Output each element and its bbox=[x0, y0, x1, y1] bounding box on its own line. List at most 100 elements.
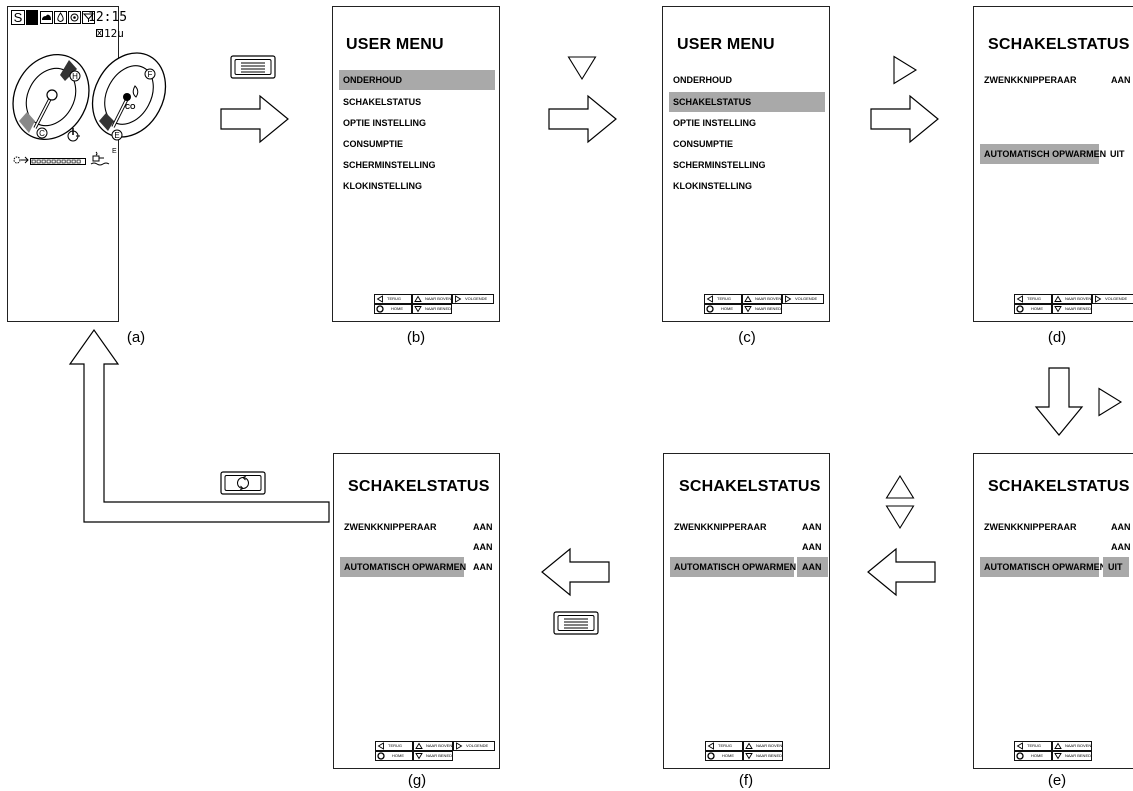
screen-a-main-display: S 12:15 12u H C CO F E bbox=[7, 6, 167, 322]
softkey-home[interactable]: HOME bbox=[705, 751, 743, 761]
row-automatisch-opwarmen-value[interactable]: UIT bbox=[1103, 557, 1129, 577]
row-automatisch-opwarmen-value[interactable]: AAN bbox=[797, 557, 828, 577]
softkey-back[interactable]: TERUG bbox=[704, 294, 742, 304]
screen-c-user-menu: USER MENU ONDERHOUD SCHAKELSTATUS OPTIE … bbox=[662, 6, 830, 322]
screen-d-schakelstatus: SCHAKELSTATUS ZWENKKNIPPERAAR AAN AUTOMA… bbox=[973, 6, 1133, 322]
row-automatisch-opwarmen-label[interactable]: AUTOMATISCH OPWARMEN bbox=[340, 557, 466, 577]
filter-icon bbox=[68, 11, 81, 24]
status-icon-row: S bbox=[11, 10, 95, 26]
row-automatisch-opwarmen-label[interactable]: AUTOMATISCH OPWARMEN bbox=[980, 557, 1106, 577]
menu-item-optie-instelling[interactable]: OPTIE INSTELLING bbox=[673, 118, 757, 128]
row-zwenkknipperaar-label: ZWENKKNIPPERAAR bbox=[344, 522, 437, 532]
softkey-down[interactable]: NAAR BENEDEN bbox=[742, 304, 782, 314]
softkey-back[interactable]: TERUG bbox=[1014, 294, 1052, 304]
water-drop-icon bbox=[54, 11, 67, 24]
triangle-up-icon bbox=[415, 742, 423, 749]
menu-item-scherminstelling[interactable]: SCHERMINSTELLING bbox=[673, 160, 766, 170]
menu-item-schakelstatus[interactable]: SCHAKELSTATUS bbox=[669, 92, 825, 112]
small-warning-icon bbox=[96, 29, 103, 37]
footer-softkeys: TERUG NAAR BOVEN VOLGENDE HOME NAAR BENE… bbox=[704, 294, 824, 316]
menu-key-icon-2 bbox=[553, 611, 599, 635]
menu-item-onderhoud[interactable]: ONDERHOUD bbox=[339, 70, 495, 90]
down-key-icon-2 bbox=[885, 505, 915, 530]
softkey-down[interactable]: NAAR BENEDEN bbox=[743, 751, 783, 761]
fuel-gauge: CO F E bbox=[91, 52, 167, 141]
coolant-temperature-gauge: H C bbox=[12, 53, 90, 141]
row-automatisch-opwarmen-label[interactable]: AUTOMATISCH OPWARMEN bbox=[670, 557, 796, 577]
screen-title: SCHAKELSTATUS bbox=[988, 478, 1130, 495]
screen-e-schakelstatus: SCHAKELSTATUS ZWENKKNIPPERAAR AAN AAN AU… bbox=[973, 453, 1133, 769]
softkey-back[interactable]: TERUG bbox=[705, 741, 743, 751]
menu-item-schakelstatus[interactable]: SCHAKELSTATUS bbox=[343, 97, 422, 107]
softkey-down[interactable]: NAAR BENEDEN bbox=[1052, 751, 1092, 761]
screen-b-user-menu: USER MENU ONDERHOUD SCHAKELSTATUS OPTIE … bbox=[332, 6, 500, 322]
co-label: CO bbox=[125, 104, 136, 111]
softkey-up[interactable]: NAAR BOVEN bbox=[1052, 294, 1092, 304]
row-zwenkknipperaar-value: AAN bbox=[1111, 75, 1131, 85]
triangle-left-icon bbox=[1016, 742, 1023, 750]
home-icon bbox=[1016, 305, 1024, 313]
right-key-icon-1 bbox=[893, 55, 918, 85]
menu-item-klokinstelling[interactable]: KLOKINSTELLING bbox=[343, 181, 422, 191]
triangle-up-icon bbox=[414, 295, 422, 302]
caption-c: (c) bbox=[738, 329, 756, 346]
triangle-left-icon bbox=[707, 742, 714, 750]
temp-low-label: C bbox=[39, 129, 45, 138]
footer-softkeys: TERUG NAAR BOVEN HOME NAAR BENEDEN bbox=[1014, 741, 1133, 763]
menu-item-scherminstelling[interactable]: SCHERMINSTELLING bbox=[343, 160, 436, 170]
caption-e: (e) bbox=[1047, 772, 1067, 789]
footer-softkeys: TERUG NAAR BOVEN VOLGENDE HOME NAAR BENE… bbox=[1014, 294, 1133, 316]
screen-g-schakelstatus: SCHAKELSTATUS ZWENKKNIPPERAAR AAN AAN AU… bbox=[333, 453, 500, 769]
arrow-right-a-to-b bbox=[220, 94, 289, 144]
softkey-home[interactable]: HOME bbox=[1014, 751, 1052, 761]
footer-softkeys: TERUG NAAR BOVEN VOLGENDE HOME NAAR BENE… bbox=[374, 294, 494, 316]
adblue-icon bbox=[90, 151, 110, 166]
triangle-down-icon bbox=[415, 753, 423, 760]
triangle-down-icon bbox=[745, 753, 753, 760]
arrow-right-c-to-d bbox=[870, 94, 939, 144]
menu-item-consumptie[interactable]: CONSUMPTIE bbox=[673, 139, 734, 149]
softkey-home[interactable]: HOME bbox=[704, 304, 742, 314]
row-automatisch-opwarmen-label[interactable]: AUTOMATISCH OPWARMEN bbox=[980, 144, 1106, 164]
softkey-next[interactable]: VOLGENDE bbox=[782, 294, 824, 304]
triangle-up-icon bbox=[1054, 742, 1062, 749]
softkey-up[interactable]: NAAR BOVEN bbox=[413, 741, 453, 751]
softkey-next[interactable]: VOLGENDE bbox=[1092, 294, 1133, 304]
triangle-down-icon bbox=[1054, 306, 1062, 313]
arrow-left-f-to-g bbox=[541, 547, 610, 597]
softkey-up[interactable]: NAAR BOVEN bbox=[743, 741, 783, 751]
menu-item-klokinstelling[interactable]: KLOKINSTELLING bbox=[673, 181, 752, 191]
row-zwenkknipperaar-label: ZWENKKNIPPERAAR bbox=[674, 522, 767, 532]
softkey-down[interactable]: NAAR BENEDEN bbox=[412, 304, 452, 314]
softkey-back[interactable]: TERUG bbox=[374, 294, 412, 304]
menu-item-optie-instelling[interactable]: OPTIE INSTELLING bbox=[343, 118, 427, 128]
triangle-right-icon bbox=[1095, 295, 1102, 303]
triangle-right-icon bbox=[785, 295, 792, 303]
softkey-up[interactable]: NAAR BOVEN bbox=[1052, 741, 1092, 751]
softkey-down[interactable]: NAAR BENEDEN bbox=[413, 751, 453, 761]
softkey-next[interactable]: VOLGENDE bbox=[453, 741, 495, 751]
softkey-home[interactable]: HOME bbox=[374, 304, 412, 314]
menu-item-consumptie[interactable]: CONSUMPTIE bbox=[343, 139, 404, 149]
fuel-empty-label: E bbox=[114, 131, 119, 140]
triangle-left-icon bbox=[706, 295, 713, 303]
row-automatisch-opwarmen-value[interactable]: AAN bbox=[473, 562, 493, 572]
softkey-home[interactable]: HOME bbox=[375, 751, 413, 761]
home-icon bbox=[1016, 752, 1024, 760]
softkey-next[interactable]: VOLGENDE bbox=[452, 294, 494, 304]
row-automatisch-opwarmen-value[interactable]: UIT bbox=[1110, 149, 1125, 159]
triangle-up-icon bbox=[744, 295, 752, 302]
softkey-up[interactable]: NAAR BOVEN bbox=[742, 294, 782, 304]
clock-display: 12:15 bbox=[88, 10, 128, 25]
softkey-up[interactable]: NAAR BOVEN bbox=[412, 294, 452, 304]
arrow-left-e-to-f bbox=[867, 547, 936, 597]
fuel-full-label: F bbox=[148, 70, 153, 79]
row-zwenkknipperaar-value: AAN bbox=[1111, 522, 1131, 532]
triangle-up-icon bbox=[745, 742, 753, 749]
softkey-back[interactable]: TERUG bbox=[375, 741, 413, 751]
softkey-down[interactable]: NAAR BENEDEN bbox=[1052, 304, 1092, 314]
softkey-home[interactable]: HOME bbox=[1014, 304, 1052, 314]
row-2-value: AAN bbox=[1111, 542, 1131, 552]
menu-item-onderhoud[interactable]: ONDERHOUD bbox=[673, 75, 733, 85]
softkey-back[interactable]: TERUG bbox=[1014, 741, 1052, 751]
